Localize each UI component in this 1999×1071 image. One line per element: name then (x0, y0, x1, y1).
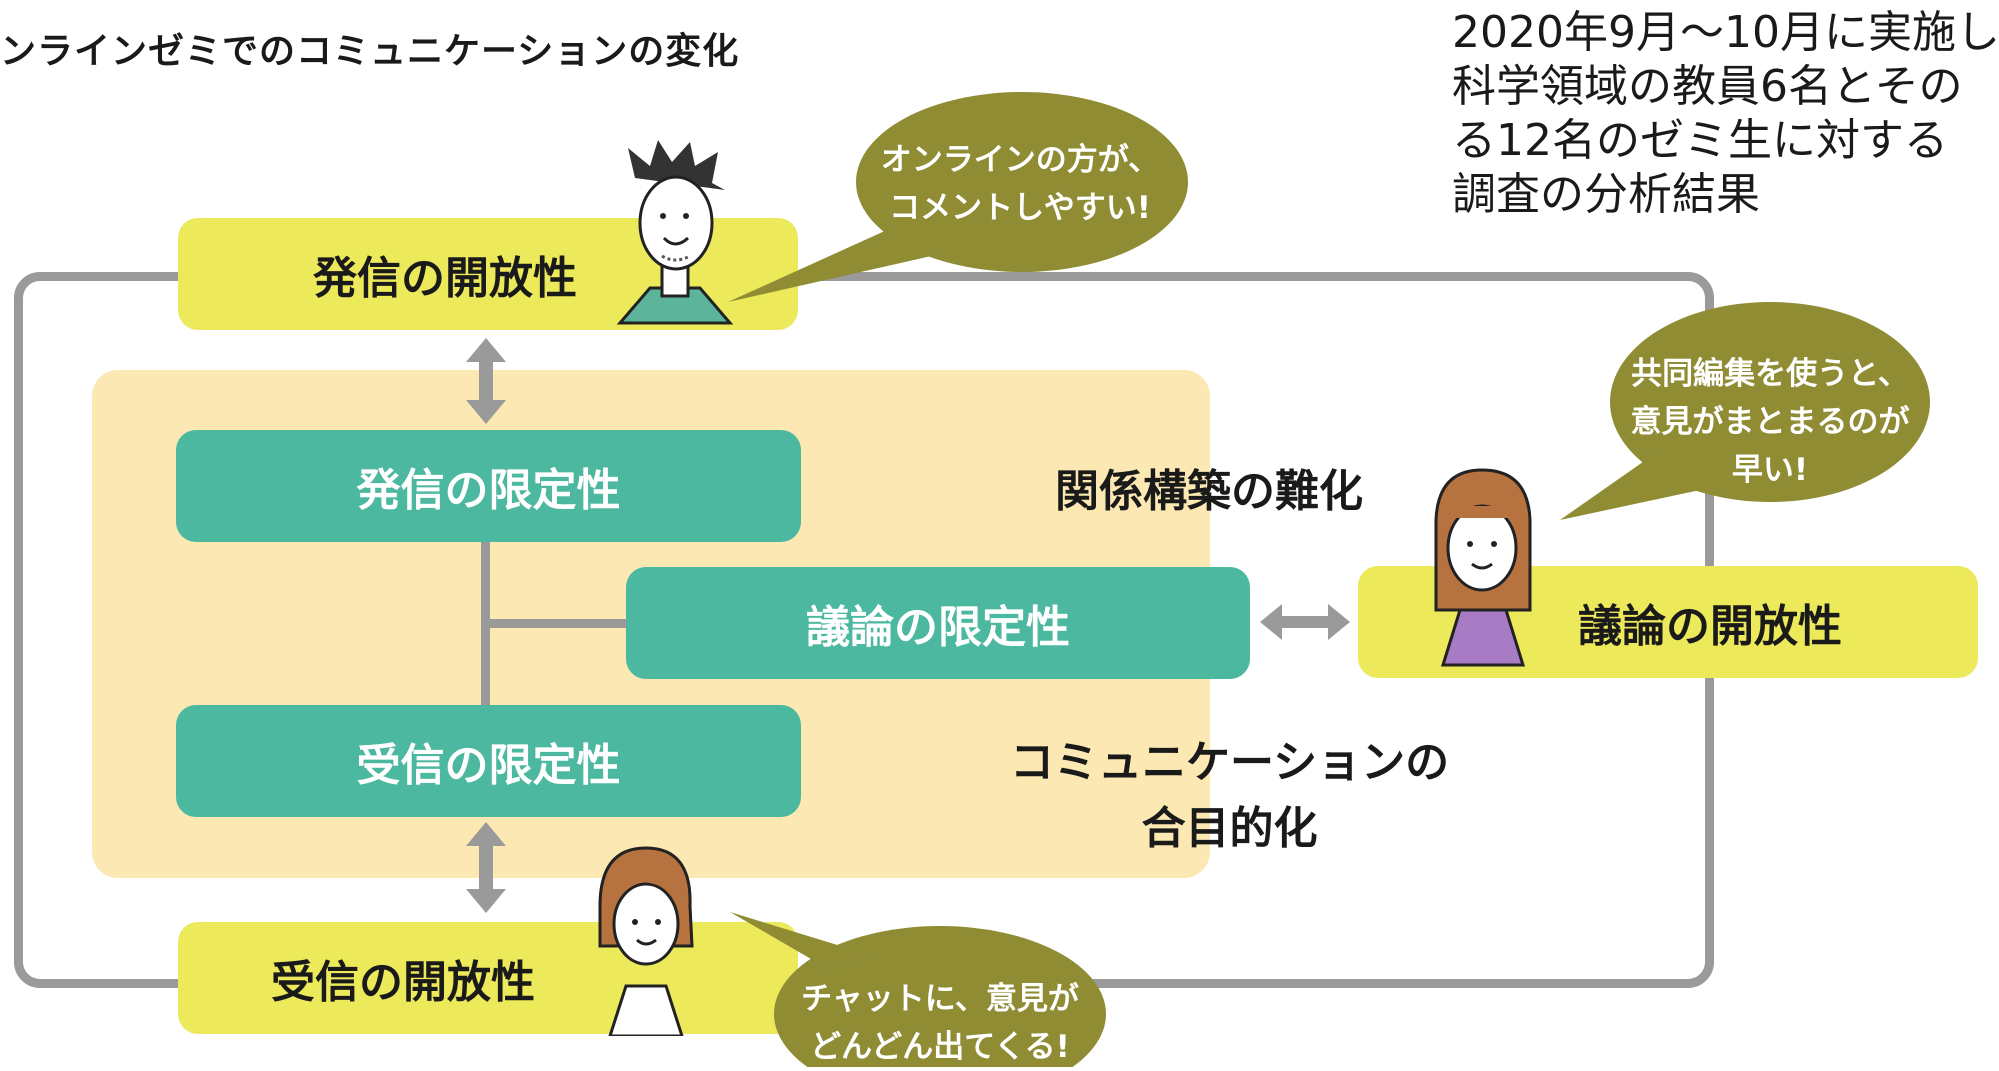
study-note-line: 2020年9月～10月に実施し (1452, 7, 1999, 58)
bubble-bottom-text: チャットに、意見が どんどん出てくる! (780, 975, 1100, 1071)
node-giron-limit: 議論の限定性 (626, 567, 1250, 679)
bubble-top-line1: オンラインの方が、 (880, 142, 1160, 178)
study-note-line: る12名のゼミ生に対する (1452, 115, 1948, 166)
double-arrow-vertical-top-icon (466, 338, 506, 424)
female-student-illustration (1434, 468, 1532, 667)
bubble-right-line1: 共同編集を使うと、 (1631, 356, 1909, 392)
study-note-line: 科学領域の教員6名とその (1452, 61, 1963, 112)
bubble-bottom-line1: チャットに、意見が (801, 981, 1079, 1017)
study-note-line: 調査の分析結果 (1452, 169, 1760, 220)
bubble-top-line2: コメントしやすい! (889, 190, 1151, 226)
node-jushin-limit: 受信の限定性 (176, 705, 801, 817)
node-hasshin-limit: 発信の限定性 (176, 430, 801, 542)
label-kankei: 関係構築の難化 (1055, 466, 1363, 517)
double-arrow-vertical-bottom-icon (466, 822, 506, 913)
bubble-bottom-line2: どんどん出てくる! (810, 1029, 1070, 1065)
bubble-right-line2: 意見がまとまるのが (1630, 404, 1910, 440)
double-arrow-horizontal-icon (1260, 604, 1350, 640)
label-communication: コミュニケーションの 合目的化 (1010, 730, 1449, 862)
study-note: 2020年9月～10月に実施し 科学領域の教員6名とその る12名のゼミ生に対す… (1452, 6, 1999, 222)
bubble-right-line3: 早い! (1731, 452, 1809, 488)
speech-bubble-right (1560, 302, 1930, 520)
connector-horizontal (481, 619, 629, 628)
label-communication-line1: コミュニケーションの (1010, 737, 1450, 788)
bubble-top-text: オンラインの方が、 コメントしやすい! (780, 136, 1260, 232)
node-jushin-open: 受信の開放性 (178, 922, 798, 1034)
short-hair-student-illustration (598, 846, 694, 1036)
speech-bubble-top (728, 92, 1188, 302)
bubble-right-text: 共同編集を使うと、 意見がまとまるのが 早い! (1610, 350, 1930, 494)
diagram-title: ンラインゼミでのコミュニケーションの変化 (0, 31, 740, 72)
label-communication-line2: 合目的化 (1141, 803, 1318, 854)
speech-bubble-bottom (730, 912, 1106, 1067)
male-student-illustration (616, 140, 734, 325)
